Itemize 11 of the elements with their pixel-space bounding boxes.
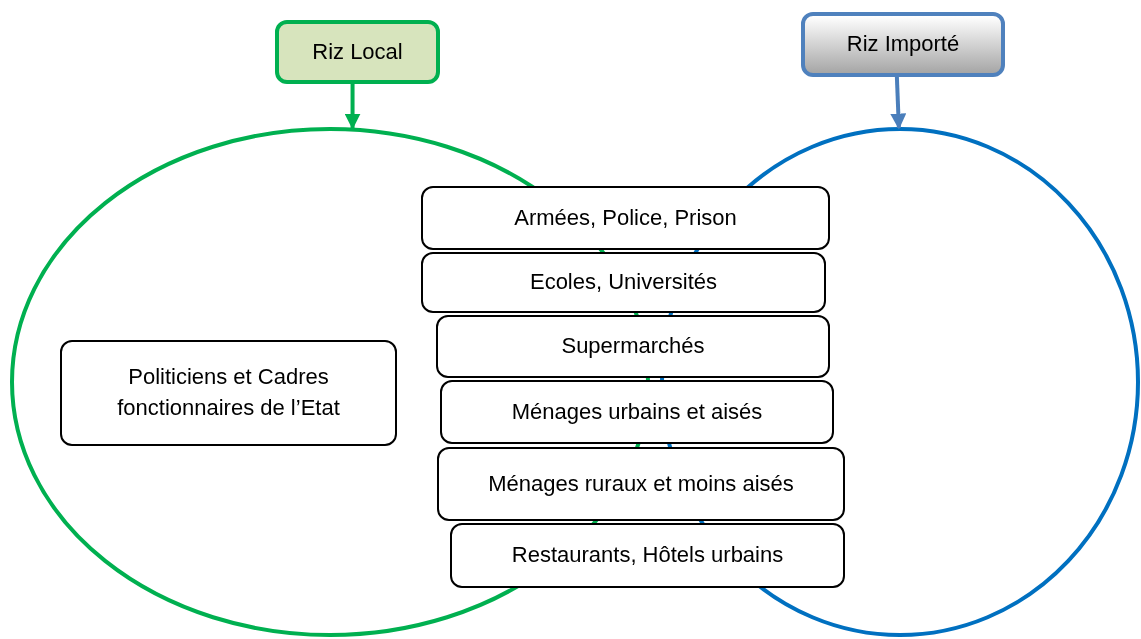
arrow — [344, 84, 361, 130]
group-box: Supermarchés — [436, 315, 830, 378]
category-box: Riz Importé — [801, 12, 1005, 77]
group-box: Politiciens et Cadres fonctionnaires de l’Etat — [60, 340, 397, 446]
category-box: Riz Local — [275, 20, 440, 84]
group-box: Restaurants, Hôtels urbains — [450, 523, 845, 588]
arrow — [890, 76, 907, 130]
group-box: Ménages urbains et aisés — [440, 380, 834, 444]
group-box: Ménages ruraux et moins aisés — [437, 447, 845, 521]
group-box: Armées, Police, Prison — [421, 186, 830, 250]
group-box: Ecoles, Universités — [421, 252, 826, 313]
